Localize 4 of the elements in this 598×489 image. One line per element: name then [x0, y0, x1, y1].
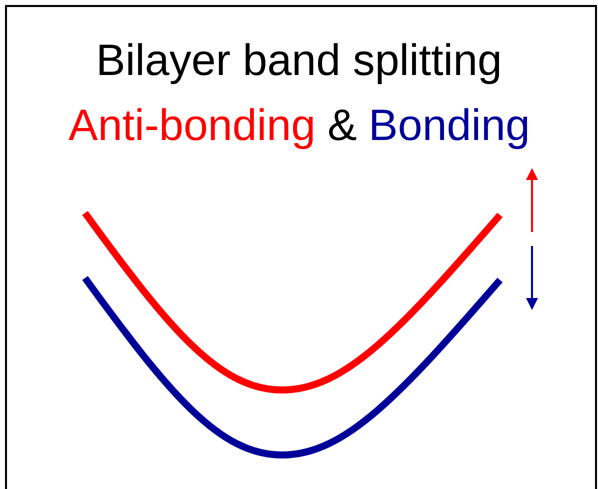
ampersand-text: &	[328, 101, 357, 151]
band-label: Anti-bonding	[68, 101, 316, 151]
band-label: Bonding	[368, 101, 530, 151]
title: Bilayer band splitting	[96, 36, 502, 86]
